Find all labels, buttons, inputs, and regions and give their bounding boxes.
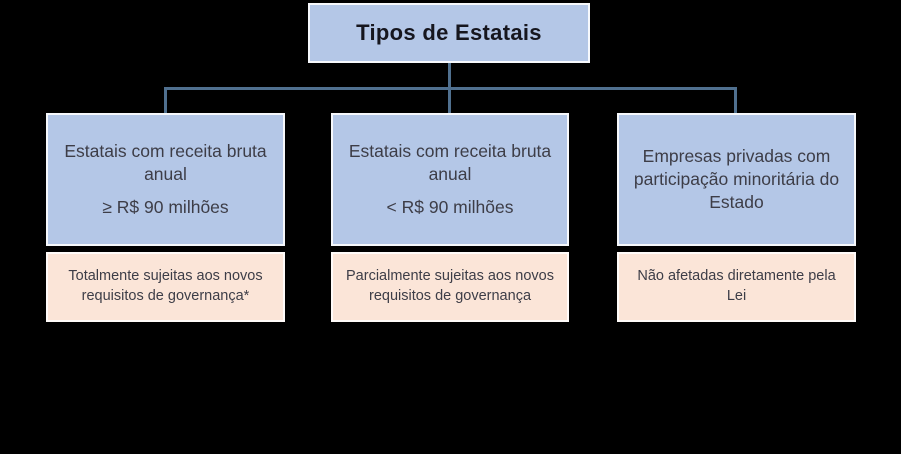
diagram-title: Tipos de Estatais (356, 20, 542, 45)
category-box-threshold: < R$ 90 milhões (386, 197, 514, 218)
note-text: Parcialmente sujeitas aos novos requisit… (346, 268, 554, 304)
connector-drop-middle (448, 88, 451, 113)
category-box-text: Estatais com receita bruta anual (64, 140, 267, 184)
note-text: Não afetadas diretamente pela Lei (637, 268, 836, 304)
note-box-not-affected: Não afetadas diretamente pela Lei (617, 252, 856, 322)
category-box-threshold: ≥ R$ 90 milhões (102, 197, 229, 218)
connector-drop-left (164, 88, 167, 113)
title-box: Tipos de Estatais (308, 3, 590, 63)
category-box-revenue-below-90m: Estatais com receita bruta anual < R$ 90… (331, 113, 569, 246)
note-box-partially-subject: Parcialmente sujeitas aos novos requisit… (331, 252, 569, 322)
connector-title-stub (448, 63, 451, 88)
category-box-private-minority-state: Empresas privadas com participação minor… (617, 113, 856, 246)
note-box-fully-subject: Totalmente sujeitas aos novos requisitos… (46, 252, 285, 322)
category-box-text: Estatais com receita bruta anual (348, 140, 552, 184)
note-text: Totalmente sujeitas aos novos requisitos… (68, 268, 263, 304)
category-box-text: Empresas privadas com participação minor… (633, 145, 840, 213)
connector-drop-right (734, 88, 737, 113)
category-box-revenue-above-90m: Estatais com receita bruta anual ≥ R$ 90… (46, 113, 285, 246)
